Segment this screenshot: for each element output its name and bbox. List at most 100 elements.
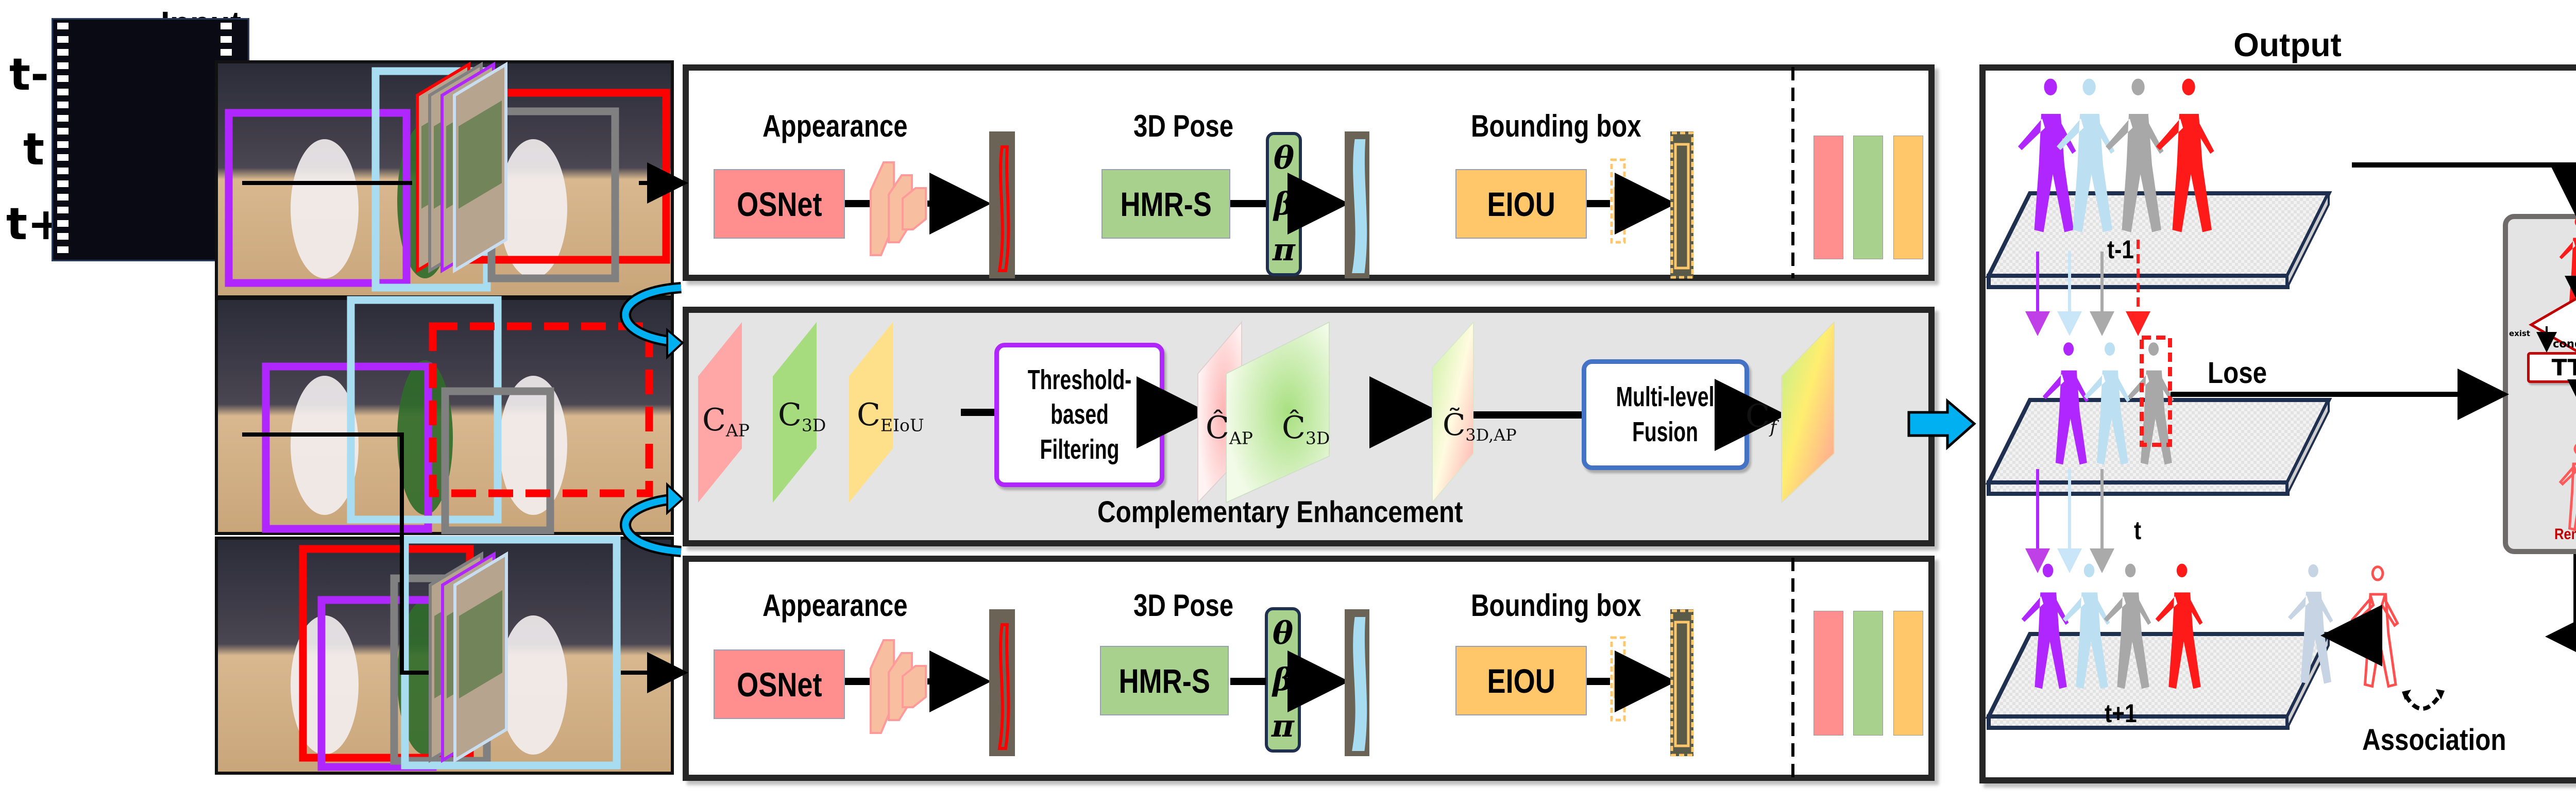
tracking-bbox (429, 322, 653, 497)
eiou-label-bottom: EIOU (1487, 661, 1555, 700)
film-hole (221, 220, 232, 227)
film-hole (57, 36, 69, 43)
filter-line-1: Threshold- (1027, 364, 1131, 395)
film-hole (57, 154, 69, 161)
input-frame-1 (215, 297, 674, 535)
film-hole (221, 128, 232, 135)
osnet-label-top: OSNet (736, 185, 822, 223)
film-hole (221, 180, 232, 187)
film-hole (221, 62, 232, 69)
remain-label: Remain (2554, 526, 2576, 543)
curved-arrow-bottom-outline (620, 493, 682, 557)
curved-arrow-top-head (666, 327, 685, 360)
curved-arrow-bottom-head (666, 482, 684, 515)
pose-title-bottom: 3D Pose (1133, 588, 1234, 623)
connector-t (242, 432, 433, 675)
curved-arrow-top (622, 284, 682, 345)
film-hole (221, 49, 232, 56)
plane-label-t-plus-1: t+1 (2105, 699, 2137, 728)
film-hole (57, 23, 69, 29)
filter-line-3: Filtering (1040, 433, 1119, 465)
film-hole (57, 88, 69, 95)
film-hole (221, 193, 232, 201)
ttm-box: TTM (2527, 352, 2576, 383)
filtered-map-label-ap: ĈAP (1206, 410, 1253, 448)
film-hole (57, 128, 69, 135)
film-hole (221, 75, 232, 82)
ttm-panel (2503, 214, 2576, 554)
player-figure (499, 376, 567, 515)
fusion-line-1: Multi-level (1616, 381, 1715, 412)
appearance-feature-bar-bottom (1814, 611, 1843, 736)
curved-arrow-bottom (622, 495, 682, 555)
film-hole (57, 49, 69, 56)
film-hole (57, 62, 69, 69)
film-hole (57, 207, 69, 213)
film-hole (57, 75, 69, 82)
film-hole (221, 23, 232, 29)
smpl-params-bottom: θ β π (1265, 607, 1301, 753)
film-hole (57, 141, 69, 148)
cost-map-label-ap: CAP (702, 402, 750, 441)
film-hole (57, 167, 69, 174)
osnet-block-bottom: OSNet (714, 649, 845, 719)
appearance-title-bottom: Appearance (762, 588, 908, 623)
pi-param-top: π (1273, 232, 1295, 269)
combined-map-label: C̃3D,AP (1443, 407, 1517, 445)
film-hole (221, 88, 232, 95)
eiou-block-bottom: EIOU (1455, 646, 1587, 715)
enhancement-title: Complementary Enhancement (1097, 495, 1463, 529)
player-figure (291, 376, 359, 515)
cost-map-label-3d: C3D (778, 397, 826, 436)
output-title: Output (2233, 26, 2342, 63)
film-hole (221, 233, 232, 240)
output-panel (1979, 64, 2576, 783)
film-hole (221, 167, 232, 174)
ttm-label: TTM (2551, 354, 2576, 381)
pose-title-top: 3D Pose (1133, 109, 1234, 143)
plane-label-t-minus-1: t-1 (2107, 235, 2134, 264)
appearance-feature-bar-top (1814, 136, 1843, 259)
bbox-title-bottom: Bounding box (1471, 588, 1641, 623)
filter-line-2: based (1050, 399, 1109, 430)
theta-param-bottom: θ (1272, 615, 1294, 652)
appearance-title-top: Appearance (762, 109, 908, 143)
film-strip (52, 18, 249, 261)
player-figure (397, 360, 453, 515)
theta-param-top: θ (1273, 140, 1295, 176)
pi-param-bottom: π (1272, 708, 1294, 744)
filtered-map-label-3d: Ĉ3D (1282, 410, 1330, 448)
threshold-filter-box: Threshold- based Filtering (994, 343, 1164, 487)
tracking-bbox (262, 362, 432, 533)
player-figure (291, 139, 359, 278)
beta-param-top: β (1274, 186, 1294, 222)
exist-label: exist (2509, 329, 2531, 338)
association-label: Association (2362, 723, 2506, 757)
film-hole (221, 246, 232, 253)
plane-label-t: t (2134, 516, 2142, 545)
lose-label: Lose (2208, 356, 2267, 390)
fused-map-label: Cf (1745, 397, 1777, 438)
hmr-label-top: HMR-S (1120, 185, 1212, 223)
hmr-block-top: HMR-S (1101, 169, 1230, 239)
beta-param-bottom: β (1273, 662, 1293, 698)
pose-feature-bar-bottom (1853, 611, 1883, 736)
film-hole (57, 233, 69, 240)
bbox-feature-bar-top (1893, 136, 1923, 259)
bbox-title-top: Bounding box (1471, 109, 1641, 143)
bbox-feature-bar-bottom (1893, 611, 1923, 736)
film-hole (221, 141, 232, 148)
multi-level-fusion-box: Multi-level Fusion (1582, 359, 1749, 470)
curved-arrow-top-outline (620, 282, 682, 347)
osnet-label-bottom: OSNet (736, 665, 822, 704)
tracking-bbox (225, 109, 411, 287)
film-hole (57, 114, 69, 122)
film-hole (57, 193, 69, 201)
feature-panel-top (683, 64, 1935, 281)
smpl-params-top: θ β π (1266, 132, 1302, 276)
tracking-bbox (441, 387, 554, 535)
hmr-label-bottom: HMR-S (1118, 661, 1210, 700)
film-hole (221, 154, 232, 161)
film-hole (221, 114, 232, 122)
hmr-block-bottom: HMR-S (1100, 646, 1229, 715)
